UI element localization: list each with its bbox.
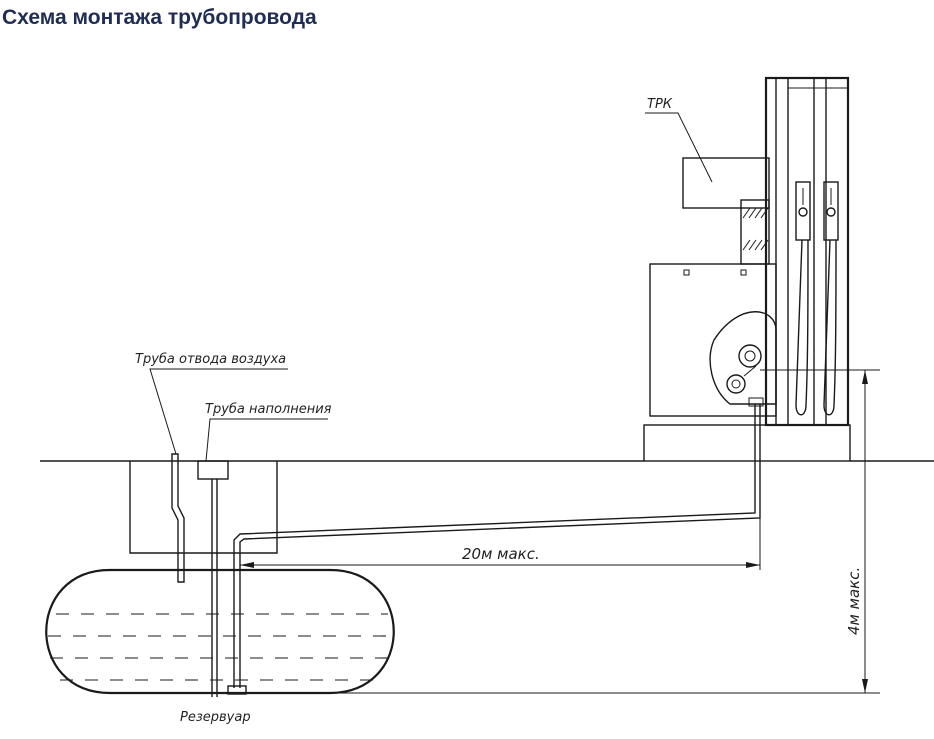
page-title: Схема монтажа трубопровода bbox=[2, 6, 317, 29]
dispenser-label-group: ТРК bbox=[645, 97, 713, 183]
underground-tank bbox=[45, 568, 395, 695]
hatching bbox=[742, 207, 769, 251]
nozzle-2 bbox=[823, 181, 839, 416]
display-head bbox=[682, 157, 770, 209]
fill-pipe-label: Труба наполнения bbox=[205, 402, 332, 417]
dimension-vertical: 4м макс. bbox=[240, 369, 880, 694]
suction-pipeline bbox=[227, 404, 761, 695]
dispenser-column bbox=[764, 76, 850, 427]
tank-label: Резервуар bbox=[180, 710, 251, 725]
vent-pipe-label-group: Труба отвода воздуха bbox=[135, 352, 288, 455]
fill-pipe-label-group: Труба наполнения bbox=[205, 402, 332, 462]
dimension-horizontal: 20м макс. bbox=[240, 518, 761, 570]
tank-liquid-level bbox=[48, 613, 395, 681]
nozzle-1 bbox=[795, 181, 811, 416]
fill-pipe bbox=[197, 460, 229, 697]
dispenser-label: ТРК bbox=[647, 97, 673, 112]
horizontal-distance-label: 20м макс. bbox=[462, 545, 540, 563]
fuel-dispenser bbox=[643, 76, 851, 462]
manhole-pit bbox=[129, 461, 278, 554]
vent-pipe-label: Труба отвода воздуха bbox=[135, 352, 286, 367]
vertical-distance-label: 4м макс. bbox=[845, 567, 863, 635]
vent-pipe bbox=[171, 453, 185, 583]
